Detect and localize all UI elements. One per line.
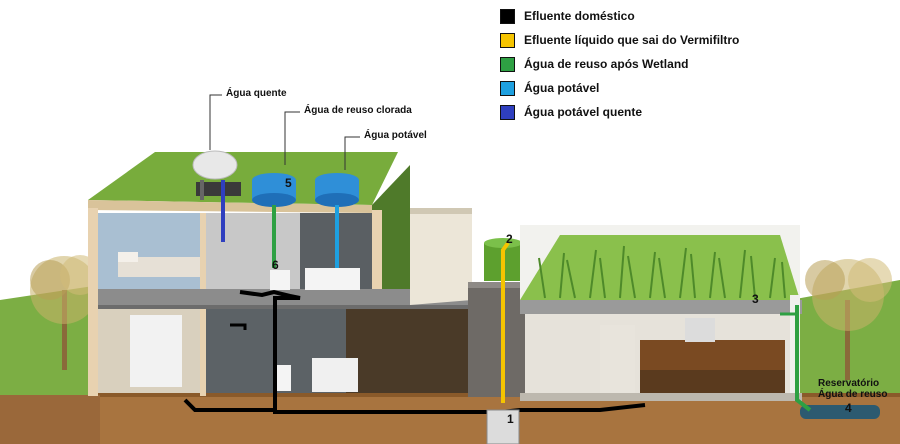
leader-reuse xyxy=(284,111,300,165)
septic-chamber xyxy=(486,409,520,444)
callout-chlorinated-reuse: Água de reuso clorada xyxy=(304,105,412,116)
toilet-lower xyxy=(273,365,291,391)
marker-4: 4 xyxy=(845,401,852,415)
legend-item: Água potável xyxy=(500,76,890,100)
door xyxy=(600,325,635,393)
tree-left-icon xyxy=(30,255,100,370)
house-wall-left xyxy=(88,208,98,396)
bedroom xyxy=(98,213,200,289)
leader-hot-water xyxy=(209,94,222,150)
cabinet-upper xyxy=(305,268,360,290)
pipe-domestic-effluent xyxy=(239,289,646,414)
legend: Efluente doméstico Efluente líquido que … xyxy=(500,4,890,124)
reservoir-tank xyxy=(800,405,880,419)
legend-label: Água de reuso após Wetland xyxy=(524,57,689,71)
legend-swatch xyxy=(500,32,515,48)
callout-reservoir: Reservatório Água de reuso xyxy=(818,378,887,400)
house-wall-right xyxy=(372,210,382,310)
marker-6: 6 xyxy=(272,258,279,272)
callout-potable: Água potável xyxy=(364,130,427,141)
garage xyxy=(346,309,468,393)
callout-hot-water: Água quente xyxy=(226,88,287,99)
callout-reservoir-line1: Reservatório xyxy=(818,378,880,389)
legend-label: Água potável xyxy=(524,81,600,95)
washer xyxy=(130,315,182,387)
legend-label: Efluente doméstico xyxy=(524,9,635,23)
legend-swatch xyxy=(500,56,515,72)
toilet-upper xyxy=(270,270,290,290)
legend-swatch xyxy=(500,8,515,24)
kitchen-cabinet xyxy=(640,340,785,372)
marker-3: 3 xyxy=(752,292,759,306)
pipe-vermifilter-effluent xyxy=(501,241,510,403)
floor-strip xyxy=(520,393,802,401)
marker-2: 2 xyxy=(506,232,513,246)
legend-item: Água potável quente xyxy=(500,100,890,124)
soil-left xyxy=(0,395,100,444)
wetland-plants xyxy=(538,245,786,299)
callout-reservoir-line2: Água de reuso xyxy=(818,389,888,400)
wetland-slab xyxy=(520,300,802,314)
legend-label: Água potável quente xyxy=(524,105,643,119)
garage-roof xyxy=(410,208,472,305)
marker-1: 1 xyxy=(507,412,514,426)
legend-item: Água de reuso após Wetland xyxy=(500,52,890,76)
bed xyxy=(118,257,200,277)
legend-item: Efluente doméstico xyxy=(500,4,890,28)
leader-potable xyxy=(344,136,360,170)
legend-swatch xyxy=(500,80,515,96)
kitchen-counter xyxy=(640,370,785,396)
pipe-hot-water xyxy=(221,180,225,242)
marker-5: 5 xyxy=(285,176,292,190)
solar-heater-icon xyxy=(192,150,241,200)
legend-swatch xyxy=(500,104,515,120)
legend-label: Efluente líquido que sai do Vermifiltro xyxy=(524,33,740,47)
pipe-wetland-to-reservoir xyxy=(795,305,812,412)
range-hood xyxy=(685,318,715,342)
legend-item: Efluente líquido que sai do Vermifiltro xyxy=(500,28,890,52)
vermifilter-shaft xyxy=(468,282,525,397)
tree-right-icon xyxy=(805,258,892,380)
sink-cabinet xyxy=(312,358,358,392)
roof-edge xyxy=(88,200,372,213)
potable-tank-icon xyxy=(315,173,359,207)
reuse-tank-icon xyxy=(252,173,296,207)
